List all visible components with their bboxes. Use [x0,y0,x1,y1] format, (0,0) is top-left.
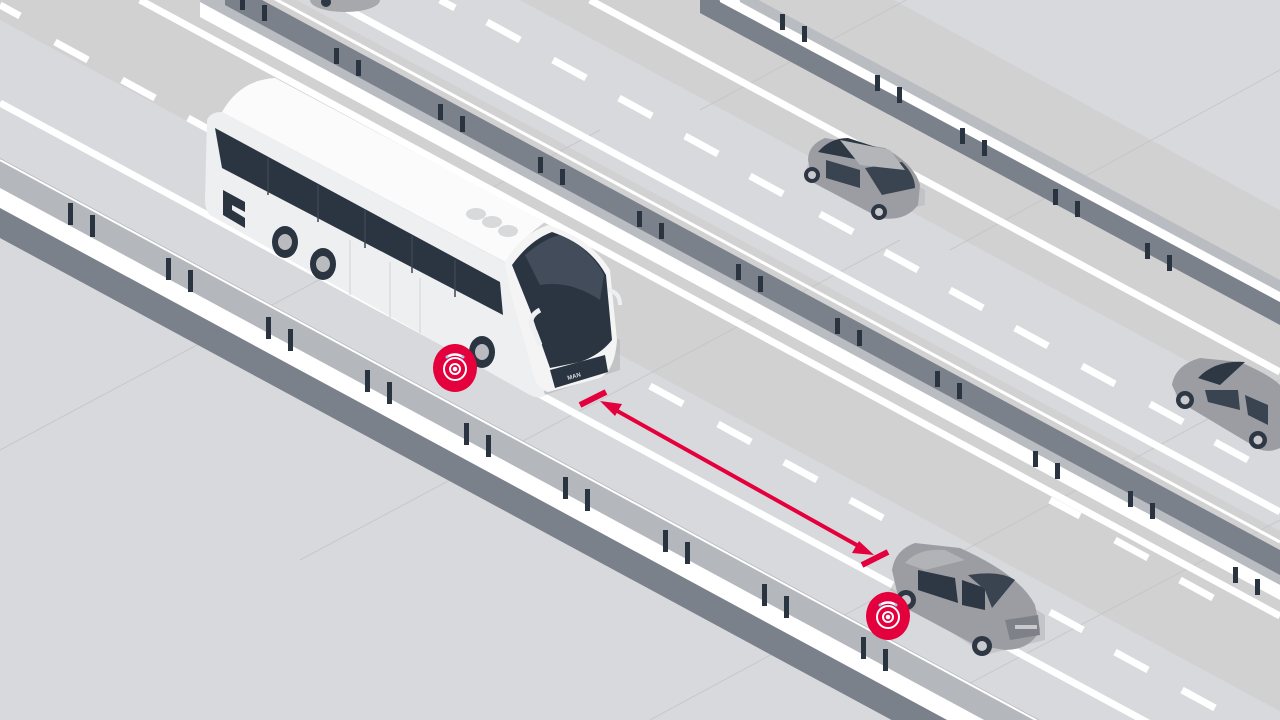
brake-disc-icon [443,353,467,381]
arrow-head-end-icon [852,541,874,555]
brake-badge-suv [866,592,910,640]
far-edge-line [328,0,1280,516]
bus-rear-wheels [272,226,495,368]
coach-bus: MAN [205,78,622,398]
guardrail-upper-posts [780,14,1172,271]
car-compact [804,138,925,220]
distance-marker-start [578,389,608,408]
suv-ahead [890,543,1045,656]
bus-brand-logo: MAN [567,372,582,382]
car-sedan [1172,358,1280,451]
guardrail-lower-posts [68,203,888,671]
roof-ac-units [466,208,518,237]
brake-badge-bus [433,344,477,392]
lane-dashes-far [438,0,1250,602]
guardrail-central [200,0,1280,600]
arrow-head-start-icon [600,401,622,416]
bus-rear-emblem [223,190,245,228]
guardrail-upper [700,0,1280,325]
guardrail-central-posts [240,0,1260,595]
distance-arrow-shaft [611,406,863,550]
distance-arrow [578,389,890,568]
distance-marker-end [860,549,890,568]
lane-dashes-near [0,1,1217,712]
guardrail-lower [0,158,1040,720]
car-top-partial [310,0,380,12]
brake-disc-icon [876,601,900,629]
